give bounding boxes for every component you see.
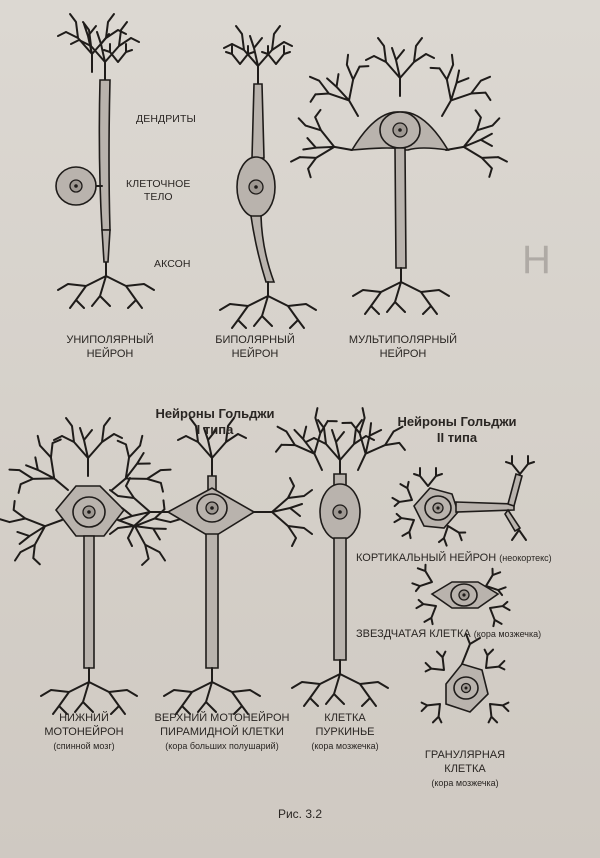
lower-motor-neuron [0,417,186,715]
purkinje-neuron [265,402,415,707]
label-cell-body: КЛЕТОЧНОЕ ТЕЛО [126,178,191,203]
caption-stellate-title: ЗВЕЗДЧАТАЯ КЛЕТКА [356,628,471,640]
caption-purkinje-sub: (кора мозжечка) [311,741,379,751]
caption-lower-motor: НИЖНИЙ МОТОНЕЙРОН (спинной мозг) [24,711,144,753]
caption-stellate-sub: (кора мозжечка) [473,629,542,639]
caption-cortical-title: КОРТИКАЛЬНЫЙ НЕЙРОН [356,552,497,564]
cortical-neuron [388,455,535,549]
caption-granular-sub: (кора мозжечка) [431,778,499,788]
unipolar-neuron [55,13,155,309]
caption-cortical-sub: (неокортекс) [499,553,552,563]
caption-upper-motor: ВЕРХНИЙ МОТОНЕЙРОН ПИРАМИДНОЙ КЛЕТКИ (ко… [142,711,302,753]
caption-unipolar: УНИПОЛЯРНЫЙ НЕЙРОН [66,334,154,360]
label-axon: АКСОН [154,258,191,270]
caption-multipolar: МУЛЬТИПОЛЯРНЫЙ НЕЙРОН [348,334,458,360]
label-dendrites: ДЕНДРИТЫ [136,113,196,125]
figure-caption: Рис. 3.2 [277,807,323,821]
caption-granular: ГРАНУЛЯРНАЯ КЛЕТКА (кора мозжечка) [410,748,520,790]
caption-stellate: ЗВЕЗДЧАТАЯ КЛЕТКА (кора мозжечка) [356,627,576,641]
caption-purkinje: КЛЕТКА ПУРКИНЬЕ (кора мозжечка) [300,711,390,753]
caption-lower-motor-title: НИЖНИЙ МОТОНЕЙРОН [44,712,124,738]
caption-granular-title: ГРАНУЛЯРНАЯ КЛЕТКА [424,749,506,775]
caption-upper-motor-sub: (кора больших полушарий) [165,741,279,751]
heading-golgi-type2: Нейроны Гольджи II типа [397,414,517,445]
caption-purkinje-title: КЛЕТКА ПУРКИНЬЕ [315,712,375,738]
bipolar-neuron [219,25,317,329]
granular-neuron [416,633,514,728]
caption-upper-motor-title: ВЕРХНИЙ МОТОНЕЙРОН ПИРАМИДНОЙ КЛЕТКИ [154,712,290,738]
bleed-through-letter: Н [522,238,551,282]
multipolar-neuron [287,37,511,315]
caption-cortical: КОРТИКАЛЬНЫЙ НЕЙРОН (неокортекс) [356,551,576,565]
caption-lower-motor-sub: (спинной мозг) [53,741,115,751]
caption-bipolar: БИПОЛЯРНЫЙ НЕЙРОН [215,334,295,360]
pyramidal-neuron [109,417,313,715]
heading-golgi-type1: Нейроны Гольджи I типа [155,406,275,437]
stellate-neuron [409,561,514,631]
